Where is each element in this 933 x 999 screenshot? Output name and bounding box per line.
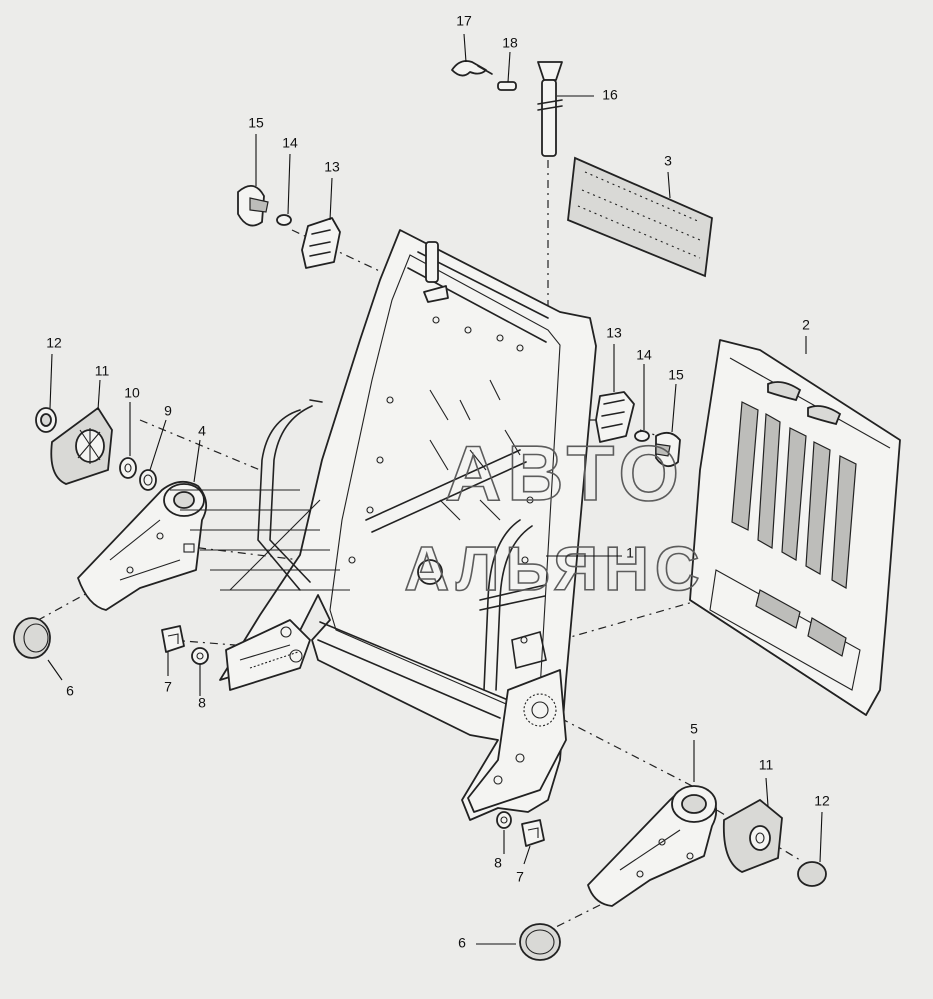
part-3-pad xyxy=(567,156,713,278)
callout-13-right: 13 xyxy=(606,325,622,341)
watermark-line1: АВТО xyxy=(445,429,685,517)
part-10-washer xyxy=(119,457,137,479)
callout-16: 16 xyxy=(602,87,618,103)
callout-12-right: 12 xyxy=(814,793,830,809)
callout-9: 9 xyxy=(164,403,172,419)
callout-15-right: 15 xyxy=(668,367,684,383)
callout-6-right: 6 xyxy=(458,935,466,951)
part-11-knob-left xyxy=(50,406,113,485)
part-2-rear-cover xyxy=(689,339,901,716)
callout-12-left: 12 xyxy=(46,335,62,351)
watermark: АВТО АЛЬЯНС xyxy=(170,428,705,605)
callout-10: 10 xyxy=(124,385,140,401)
part-16-headrest-guide xyxy=(537,61,563,157)
part-5-hinge-arm-right xyxy=(587,785,718,907)
callout-18: 18 xyxy=(502,35,518,51)
callout-8-right: 8 xyxy=(494,855,502,871)
part-15-cap-right xyxy=(655,431,681,468)
part-14-bushing-right xyxy=(634,430,650,442)
part-12-cap-left xyxy=(35,407,57,433)
part-6-plug-left xyxy=(13,617,51,659)
callout-6-left: 6 xyxy=(66,683,74,699)
callout-8-left: 8 xyxy=(198,695,206,711)
callout-2: 2 xyxy=(802,317,810,333)
part-13-bracket-right xyxy=(595,391,635,443)
callout-11-right: 11 xyxy=(759,757,774,773)
part-13-bracket-upper-left xyxy=(301,217,341,269)
frame-slots xyxy=(348,316,534,564)
callout-4: 4 xyxy=(198,423,206,439)
callout-13-upper: 13 xyxy=(324,159,340,175)
part-8-washer-left xyxy=(191,647,209,665)
part-6-plug-right xyxy=(519,923,561,961)
part-7-clip-left xyxy=(161,625,185,653)
part-15-cap-upper-left xyxy=(237,185,269,227)
part-18-pin xyxy=(497,81,517,91)
part-14-bushing-upper-left xyxy=(276,214,292,226)
callout-7-left: 7 xyxy=(164,679,172,695)
part-1-seat-back-frame xyxy=(219,229,597,821)
callout-1: 1 xyxy=(626,545,634,561)
part-12-cap-right xyxy=(797,861,827,887)
callout-5: 5 xyxy=(690,721,698,737)
part-7-clip-right xyxy=(521,819,545,847)
callout-11-left: 11 xyxy=(95,363,110,379)
watermark-line2: АЛЬЯНС xyxy=(404,535,705,604)
part-4-hinge-arm-left xyxy=(77,480,208,611)
callout-17: 17 xyxy=(456,13,472,29)
callouts: 17 18 16 3 15 14 13 2 13 14 15 12 11 10 … xyxy=(46,13,830,951)
callout-14-right: 14 xyxy=(636,347,652,363)
part-8-washer-right xyxy=(496,811,512,829)
callout-7-right: 7 xyxy=(516,869,524,885)
callout-3: 3 xyxy=(664,153,672,169)
callout-15-upper: 15 xyxy=(248,115,264,131)
part-9-ring xyxy=(139,469,157,491)
part-17-clip xyxy=(451,60,493,77)
callout-14-upper: 14 xyxy=(282,135,298,151)
part-11-knob-right xyxy=(722,798,783,873)
leader-lines xyxy=(47,33,823,945)
